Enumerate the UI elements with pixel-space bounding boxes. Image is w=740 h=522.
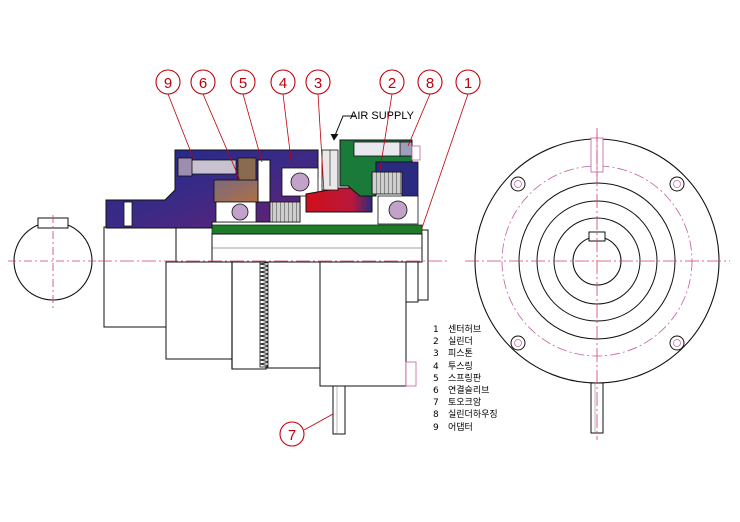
part-name: 피스톤 (448, 349, 473, 360)
bolt-holes (510, 176, 685, 351)
callout-4: 4 (270, 69, 296, 169)
parts-list-item: 9 어댑터 (433, 422, 553, 434)
part-number: 3 (433, 349, 439, 360)
part-number: 8 (433, 410, 439, 421)
section-view (98, 139, 448, 435)
part-number: 4 (433, 361, 439, 372)
parts-list-item: 3 피스톤 (433, 348, 553, 360)
callout-7: 7 (279, 413, 334, 447)
parts-list-item: 4 투스링 (433, 361, 553, 373)
parts-list-item: 7 토오크암 (433, 397, 553, 409)
callout-8: 8 (407, 69, 443, 147)
callout-6-number: 6 (199, 75, 207, 92)
callout-9-number: 9 (164, 75, 172, 92)
parts-list-item: 1 센터허브 (433, 324, 553, 336)
part-number: 2 (433, 337, 439, 348)
callout-5-number: 5 (239, 75, 247, 92)
callout-5: 5 (230, 69, 263, 163)
callout-6: 6 (190, 69, 241, 181)
air-supply-annotation: AIR SUPPLY (330, 110, 415, 141)
part-name: 스프링판 (448, 373, 482, 384)
parts-list-item: 6 연결슬리브 (433, 385, 553, 397)
callout-8-number: 8 (426, 75, 434, 92)
shaft-end-view (8, 215, 100, 308)
part-name: 센터허브 (448, 325, 482, 335)
callout-2: 2 (379, 69, 405, 171)
parts-list-item: 5 스프링판 (433, 373, 553, 385)
parts-list-item: 2 실린더 (433, 336, 553, 348)
part-name: 토오크암 (448, 398, 482, 409)
callout-balloons: 9 6 5 4 3 2 8 (155, 69, 481, 447)
callout-2-number: 2 (388, 75, 396, 92)
callout-4-number: 4 (279, 75, 287, 92)
callout-3: 3 (305, 69, 331, 193)
front-view (465, 128, 730, 440)
part-number: 6 (433, 386, 439, 397)
part-number: 1 (433, 325, 439, 335)
callout-7-number: 7 (288, 427, 296, 444)
parts-list-item: 8 실린더하우징 (433, 409, 553, 421)
callout-9: 9 (155, 69, 195, 161)
part-number: 7 (433, 398, 439, 409)
part-name: 투스링 (448, 361, 473, 372)
air-supply-label: AIR SUPPLY (350, 110, 415, 122)
part-name: 연결슬리브 (448, 386, 490, 397)
callout-1: 1 (421, 69, 481, 229)
part-number: 9 (433, 422, 439, 433)
callout-1-number: 1 (464, 75, 472, 92)
callout-3-number: 3 (314, 75, 322, 92)
part-number: 5 (433, 373, 439, 384)
part-name: 어댑터 (448, 422, 473, 433)
part-name: 실린더하우징 (448, 410, 498, 421)
part-name: 실린더 (448, 337, 473, 348)
